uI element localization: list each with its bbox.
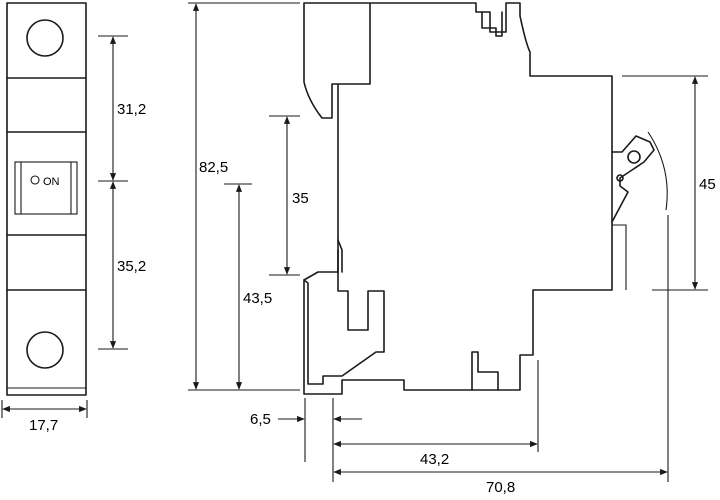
bottom-clip-detail	[471, 351, 499, 391]
height-dimension-label: 82,5	[199, 159, 228, 176]
side-body-outline	[303, 2, 613, 395]
handle-pin-icon	[616, 174, 624, 182]
indicator-icon	[30, 175, 40, 185]
top-clip-detail	[481, 11, 503, 37]
switch-on-label: ON	[43, 176, 60, 188]
bottom-terminal-screw-icon	[26, 331, 64, 369]
front-dimensions: 31,2 35,2 17,7	[1, 35, 146, 434]
width-dimension-label: 17,7	[29, 417, 58, 434]
front-view: ON	[6, 2, 87, 396]
side-view	[303, 2, 668, 395]
toggle-handle	[611, 135, 655, 223]
handle-swing-arc	[647, 131, 668, 211]
top-terminal-screw-icon	[26, 19, 64, 57]
front-step-detail	[612, 224, 627, 290]
total-depth-dimension-label: 70,8	[486, 479, 515, 495]
handle-pivot-icon	[627, 150, 641, 164]
body-depth-dimension-label: 43,2	[420, 451, 449, 468]
rear-cavity-outline	[337, 239, 343, 273]
mount-dimension-label: 43,5	[243, 290, 272, 307]
front-body-outline	[6, 2, 87, 396]
toggle-window	[14, 161, 78, 215]
front-height-dimension-label: 45	[699, 176, 716, 193]
upper-dimension-label: 31,2	[117, 101, 146, 118]
lower-dimension-label: 35,2	[117, 258, 146, 275]
offset-dimension-label: 6,5	[250, 411, 271, 428]
rail-dimension-label: 35	[292, 190, 309, 207]
side-dimensions: 82,5 35 43,5 45 6,5 43,2 70,8	[188, 2, 716, 496]
lower-clip-outline	[303, 271, 385, 385]
